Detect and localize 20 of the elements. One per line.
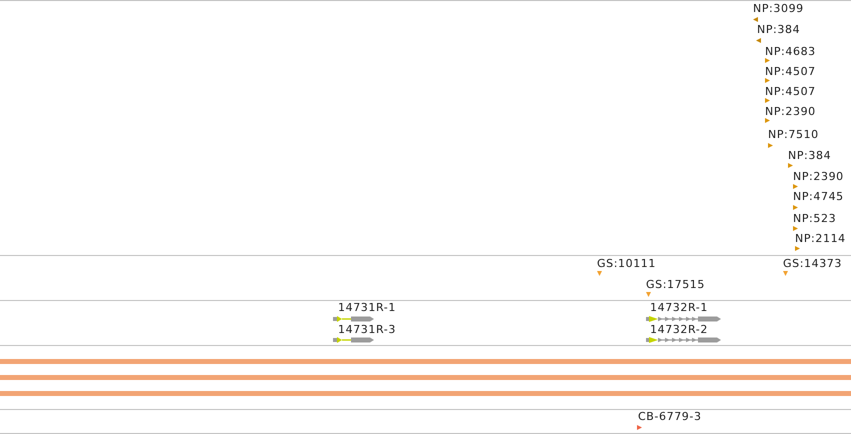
feature-label: CB-6779-3	[638, 411, 702, 423]
feature-label: NP:4683	[765, 46, 816, 58]
feature-label: NP:2390	[765, 106, 816, 118]
feature-label: NP:2390	[793, 171, 844, 183]
feature-label: NP:384	[788, 150, 832, 162]
feature-label: NP:384	[757, 24, 800, 36]
feature-label: GS:14373	[783, 258, 842, 270]
feature-label: 14731R-3	[338, 324, 396, 336]
feature-label: 14732R-1	[650, 302, 708, 314]
feature-label: 14732R-2	[650, 324, 708, 336]
feature-label: 14731R-1	[338, 302, 396, 314]
feature-label: NP:4507	[765, 66, 816, 78]
feature-label: NP:2114	[795, 233, 846, 245]
feature-label: GS:17515	[646, 279, 706, 291]
feature-label: NP:7510	[768, 129, 819, 141]
feature-label: NP:3099	[753, 3, 804, 15]
feature-label: NP:4745	[793, 191, 844, 203]
feature-label: GS:10111	[597, 258, 656, 270]
feature-label: NP:523	[793, 213, 836, 225]
feature-label: NP:4507	[765, 86, 816, 98]
